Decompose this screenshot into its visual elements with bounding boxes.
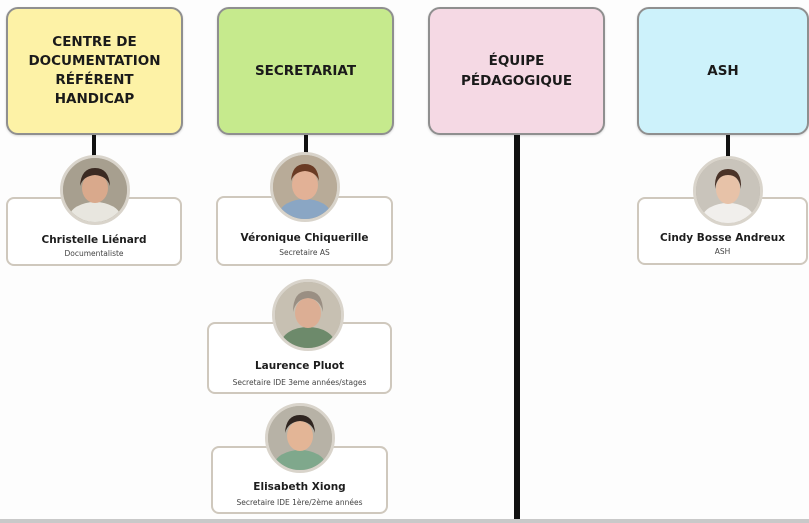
dept-label-documentation: CENTRE DE DOCUMENTATION RÉFÉRENT HANDICA… — [28, 34, 161, 107]
dept-box-ash: ASH — [637, 7, 809, 135]
bottom-divider — [0, 519, 809, 523]
dept-box-equipe-pedagogique: ÉQUIPE PÉDAGOGIQUE — [428, 7, 605, 135]
connector-ash — [726, 135, 730, 157]
person-photo-avatar — [693, 156, 763, 226]
person-role: Secretaire IDE 1ère/2ème années — [236, 498, 363, 507]
person-name: Christelle Liénard — [41, 234, 147, 246]
dept-box-secretariat: SECRETARIAT — [217, 7, 394, 135]
person-name: Laurence Pluot — [254, 360, 345, 372]
person-name: Véronique Chiquerille — [240, 232, 369, 244]
connector-documentation — [92, 135, 96, 157]
dept-label-ash: ASH — [707, 63, 739, 79]
person-role: Documentaliste — [64, 249, 124, 258]
person-photo-avatar — [60, 155, 130, 225]
person-photo-avatar — [270, 152, 340, 222]
person-name: Elisabeth Xiong — [253, 481, 346, 493]
person-role: ASH — [714, 247, 731, 256]
person-role: Secretaire AS — [279, 248, 330, 257]
dept-box-documentation: CENTRE DE DOCUMENTATION RÉFÉRENT HANDICA… — [6, 7, 183, 135]
connector-equipe-pedagogique — [514, 135, 520, 523]
person-role: Secretaire IDE 3eme années/stages — [232, 378, 367, 387]
person-photo-avatar — [265, 403, 335, 473]
dept-label-equipe-pedagogique: ÉQUIPE PÉDAGOGIQUE — [460, 53, 573, 89]
person-name: Cindy Bosse Andreux — [660, 232, 785, 244]
connector-secretariat — [304, 135, 308, 153]
person-photo-avatar — [272, 279, 344, 351]
dept-label-secretariat: SECRETARIAT — [254, 63, 357, 79]
